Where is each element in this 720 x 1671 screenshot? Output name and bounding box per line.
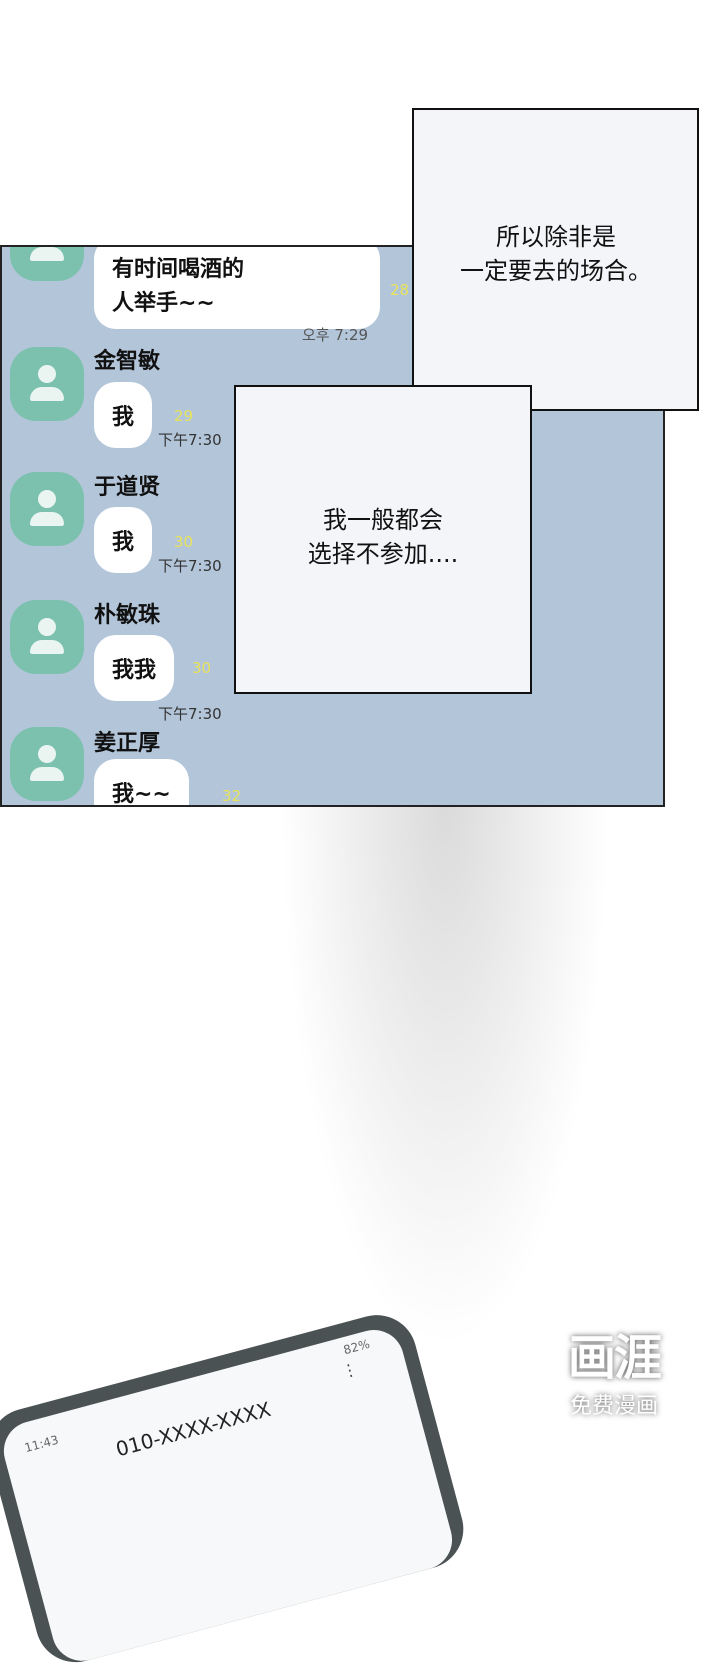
message-time: 下午7:30 bbox=[158, 557, 222, 575]
sender-name: 于道贤 bbox=[94, 475, 161, 500]
watermark: 画涯 免费漫画 bbox=[568, 1318, 662, 1420]
avatar bbox=[10, 472, 84, 546]
message-time: 오후 7:29 bbox=[302, 326, 369, 344]
chat-bubble: 我 bbox=[94, 382, 153, 448]
avatar bbox=[10, 600, 84, 674]
sender-name: 姜正厚 bbox=[94, 731, 161, 756]
caption-line: 我一般都会 bbox=[323, 506, 443, 534]
caption-line: 一定要去的场合。 bbox=[460, 257, 652, 285]
contact-number: 010-XXXX-XXXX bbox=[113, 1396, 274, 1462]
more-vert-icon[interactable]: ⋮ bbox=[339, 1358, 360, 1382]
caption-text: 所以除非是 一定要去的场合。 bbox=[420, 220, 692, 288]
chat-bubble: 我我 bbox=[94, 635, 175, 701]
caption-line: 选择不参加.... bbox=[307, 540, 459, 568]
message-line: 人举手~~ bbox=[112, 291, 215, 316]
caption-line: 所以除非是 bbox=[496, 223, 616, 251]
sender-name: 朴敏珠 bbox=[94, 603, 161, 628]
unread-count: 30 bbox=[192, 659, 212, 677]
watermark-tagline: 免费漫画 bbox=[570, 1394, 659, 1419]
unread-count: 32 bbox=[222, 787, 242, 805]
status-clock: 11:43 bbox=[23, 1432, 61, 1456]
message-time: 下午7:30 bbox=[158, 431, 222, 449]
caption-box-overlap bbox=[414, 387, 530, 409]
battery-level: 82% bbox=[341, 1336, 372, 1358]
chat-bubble: 有时间喝酒的 人举手~~ bbox=[94, 247, 380, 329]
unread-count: 29 bbox=[174, 407, 194, 425]
avatar bbox=[10, 247, 84, 281]
chat-bubble: 我 bbox=[94, 507, 153, 573]
unread-count: 30 bbox=[174, 533, 194, 551]
unread-count: 28 bbox=[390, 281, 410, 299]
phone: 11:43 82% 010-XXXX-XXXX ⋮ bbox=[0, 1306, 473, 1671]
chat-bubble: 我~~ bbox=[94, 759, 189, 805]
avatar bbox=[10, 727, 84, 801]
caption-box bbox=[412, 108, 699, 411]
avatar bbox=[10, 347, 84, 421]
sender-name: 金智敏 bbox=[94, 349, 161, 374]
message-line: 有时间喝酒的 bbox=[112, 257, 245, 282]
phone-screen: 11:43 82% 010-XXXX-XXXX ⋮ bbox=[0, 1323, 459, 1668]
watermark-logo: 画涯 bbox=[568, 1330, 662, 1386]
caption-box bbox=[234, 385, 532, 694]
caption-text: 我一般都会 选择不参加.... bbox=[240, 503, 526, 571]
message-time: 下午7:30 bbox=[158, 705, 222, 723]
